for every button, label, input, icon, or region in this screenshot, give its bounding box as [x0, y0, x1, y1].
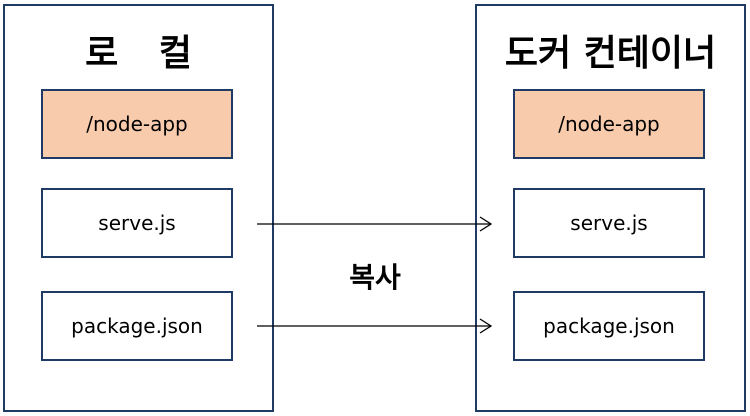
container-package-json-file: package.json: [513, 291, 705, 361]
local-serve-js-file: serve.js: [41, 188, 233, 258]
local-package-json-file: package.json: [41, 291, 233, 361]
arrow-package-json: [257, 318, 493, 334]
container-serve-js-file: serve.js: [513, 188, 705, 258]
docker-container-panel-title: 도커 컨테이너: [504, 33, 717, 74]
local-node-app-folder: /node-app: [41, 89, 233, 159]
container-node-app-folder: /node-app: [513, 89, 705, 159]
local-panel-title: 로 컬: [85, 33, 206, 74]
arrow-serve-js: [257, 216, 493, 232]
copy-label: 복사: [349, 261, 401, 294]
